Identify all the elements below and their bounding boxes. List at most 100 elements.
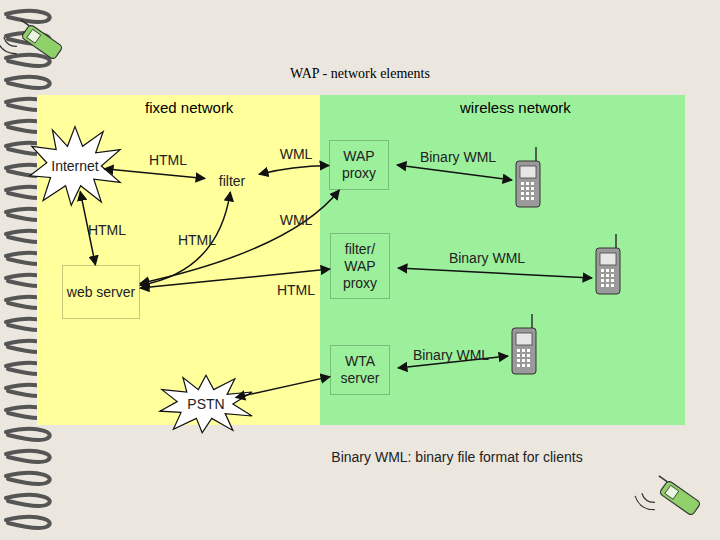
edge-label: HTML <box>178 232 216 248</box>
connector <box>140 190 339 283</box>
edge-label: HTML <box>149 152 187 168</box>
phone-body <box>512 328 536 374</box>
spiral-loop <box>6 429 50 440</box>
spiral-loop <box>6 55 50 66</box>
node-text: WTA server <box>331 353 389 387</box>
phone-key <box>522 364 525 367</box>
phone-key <box>522 354 525 357</box>
phone-key <box>527 349 530 352</box>
mobile-phone <box>516 147 540 207</box>
phone-screen <box>520 166 536 178</box>
mobile-phone <box>596 234 620 294</box>
phone-key <box>601 274 604 277</box>
phone-key <box>522 359 525 362</box>
network-box: WAP proxy <box>329 140 389 190</box>
edge-label: HTML <box>88 222 126 238</box>
band-heading: fixed network <box>145 99 233 116</box>
connector <box>104 169 205 179</box>
phone-key <box>517 349 520 352</box>
node-label: filter/ WAP proxy <box>331 241 389 292</box>
edge-label: WML <box>280 212 313 228</box>
phone-key <box>522 349 525 352</box>
spiral-loop <box>6 77 50 88</box>
phone-key <box>521 197 524 200</box>
radio-link <box>398 268 592 278</box>
text-label: Binary WML <box>413 347 489 363</box>
phones <box>512 147 620 374</box>
phone-key <box>526 197 529 200</box>
phone-key <box>531 187 534 190</box>
spiral-loop <box>6 451 50 462</box>
phone-key <box>606 269 609 272</box>
phone-key <box>521 182 524 185</box>
phone-antenna <box>615 234 617 248</box>
phone-key <box>521 187 524 190</box>
node-text: WAP proxy <box>330 148 388 182</box>
network-box: filter/ WAP proxy <box>330 233 390 299</box>
phone-key <box>526 192 529 195</box>
node-text: PSTN <box>187 396 224 413</box>
phone-key <box>517 364 520 367</box>
node-text: Internet <box>51 158 98 175</box>
connector <box>140 269 330 288</box>
network-cloud: PSTN <box>158 374 254 434</box>
mobile-phone <box>512 314 536 374</box>
network-box: web server <box>62 265 140 319</box>
phone-screen <box>516 333 532 345</box>
phone-key <box>606 284 609 287</box>
phone-key <box>527 359 530 362</box>
spiral-loop <box>6 495 50 506</box>
network-cloud: Internet <box>28 125 122 207</box>
burst-shape <box>160 375 252 433</box>
phone-antenna <box>531 314 533 328</box>
phone-key <box>517 359 520 362</box>
node-label: PSTN <box>187 396 224 413</box>
network-band: fixed networkInternet filter web serverPST… <box>37 95 320 425</box>
text-label: Binary WML: binary file format for clien… <box>331 449 582 465</box>
phone-key <box>611 279 614 282</box>
node-label: filter <box>219 173 245 190</box>
node-label: Internet <box>51 158 98 175</box>
phone-key <box>601 279 604 282</box>
network-box: WTA server <box>330 345 390 395</box>
phone-key <box>526 187 529 190</box>
corner-phone <box>633 470 701 533</box>
radio-link <box>398 356 508 368</box>
text-label: Binary WML <box>449 250 525 266</box>
spiral-loop <box>6 517 50 528</box>
phone-key <box>517 354 520 357</box>
node-text: web server <box>67 284 135 301</box>
phone-key <box>601 284 604 287</box>
burst-shape <box>30 127 120 206</box>
phone-screen <box>600 253 616 265</box>
phone-key <box>601 269 604 272</box>
phone-key <box>611 284 614 287</box>
phone-antenna <box>535 147 537 161</box>
phone-key <box>527 354 530 357</box>
phone-key <box>527 364 530 367</box>
node-text: filter <box>219 173 245 190</box>
phone-key <box>606 279 609 282</box>
phone-key <box>531 182 534 185</box>
radio-link <box>397 165 512 180</box>
phone-key <box>521 192 524 195</box>
slide-title: WAP - network elements <box>0 66 720 82</box>
connector <box>80 191 95 265</box>
edge-label: WML <box>280 146 313 162</box>
phone-body <box>596 248 620 294</box>
band-heading: wireless network <box>460 99 571 116</box>
spiral-loop <box>6 473 50 484</box>
connector <box>259 165 329 174</box>
phone-key <box>606 274 609 277</box>
phone-key <box>531 192 534 195</box>
phone-body <box>516 161 540 207</box>
text-label: Binary WML <box>420 149 496 165</box>
phone-key <box>611 269 614 272</box>
corner-phone <box>0 14 63 77</box>
connector <box>236 377 330 398</box>
node-label: WTA server <box>331 353 389 387</box>
filter-node: filter <box>205 170 259 192</box>
phone-key <box>531 197 534 200</box>
